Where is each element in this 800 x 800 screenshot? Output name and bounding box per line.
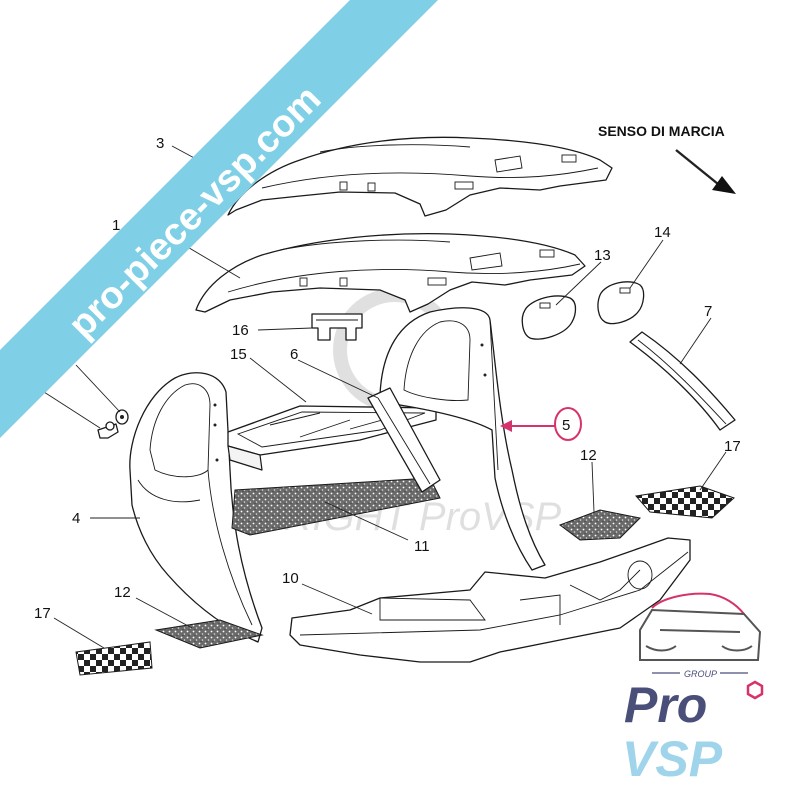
site-banner: pro-piece-vsp.com	[0, 0, 438, 438]
callout-14: 14	[654, 224, 671, 241]
callout-10: 10	[282, 570, 299, 587]
direction-arrow-icon	[712, 176, 736, 194]
callout-5: 5	[562, 417, 570, 434]
callout-7: 7	[704, 303, 712, 320]
leader-lines	[43, 145, 727, 649]
highlight-arrow-icon	[500, 420, 512, 432]
part-13-cover	[521, 295, 577, 340]
callout-4: 4	[72, 510, 80, 527]
callout-12-right: 12	[580, 447, 597, 464]
part-12-mat-right	[558, 509, 642, 541]
callout-13: 13	[594, 247, 611, 264]
callout-3: 3	[156, 135, 164, 152]
car-outline-icon	[639, 592, 762, 661]
part-17-checker-mat-left	[75, 641, 153, 676]
part-1-2-roof-headliner-lower	[195, 232, 586, 313]
direction-of-travel: SENSO DI MARCIA	[598, 123, 736, 194]
callout-6: 6	[290, 346, 298, 363]
callout-12-left: 12	[114, 584, 131, 601]
callout-17-left: 17	[34, 605, 51, 622]
part-17-checker-mat-right	[635, 485, 735, 519]
direction-label: SENSO DI MARCIA	[598, 123, 725, 139]
callout-numbers: 3 1 - 2 16 15 6 9 8 4 11 10 12 17 13 14 …	[32, 135, 741, 622]
provsp-logo: GROUP Pro VSP	[622, 592, 764, 787]
part-8-push-clip	[97, 421, 119, 439]
callout-15: 15	[230, 346, 247, 363]
part-7-a-pillar-strip	[629, 331, 736, 431]
highlight-callout-5: 5	[500, 407, 582, 441]
logo-pro-text: Pro	[624, 677, 707, 733]
logo-group-text: GROUP	[684, 669, 717, 679]
callout-16: 16	[232, 322, 249, 339]
site-banner-text: pro-piece-vsp.com	[61, 78, 330, 347]
part-6-c-pillar-trim	[367, 387, 441, 493]
part-4-left-rear-side-trim	[129, 372, 263, 643]
logo-hexagon-icon	[746, 680, 764, 700]
part-5-right-pillar-trim	[379, 307, 546, 571]
callout-17-right: 17	[724, 438, 741, 455]
logo-vsp-text: VSP	[622, 731, 723, 787]
part-12-mat-left	[154, 619, 264, 649]
part-11-boot-carpet	[231, 477, 441, 536]
part-16-clip	[311, 313, 363, 341]
callout-11: 11	[414, 538, 430, 555]
part-9-washer	[115, 409, 129, 425]
part-10-sill-floor-trim	[289, 537, 691, 663]
part-3-roof-headliner-upper	[227, 136, 613, 217]
part-14-cover	[597, 281, 645, 325]
